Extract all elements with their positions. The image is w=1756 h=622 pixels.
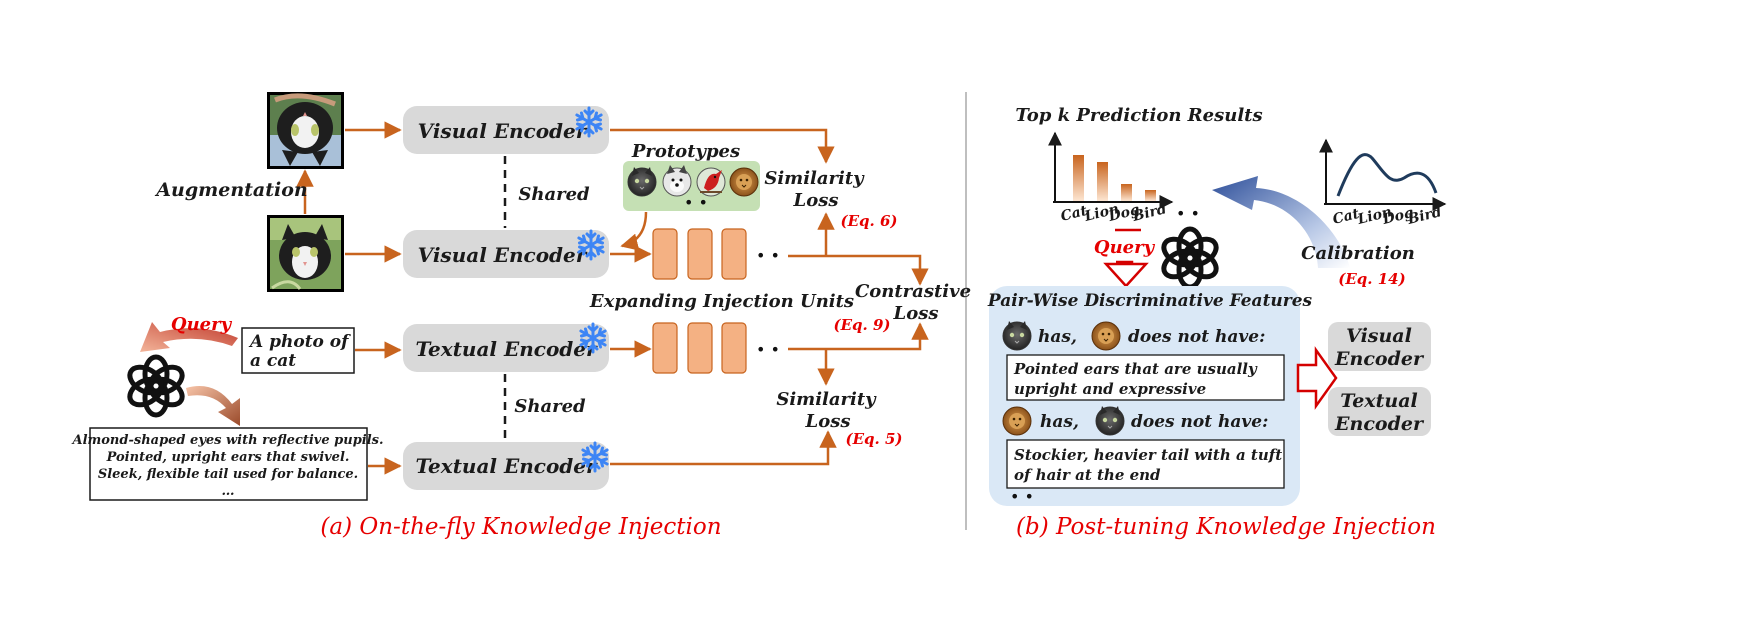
textual-encoder-2: Textual Encoder [403,441,609,490]
description-line-3: Sleek, flexible tail used for balance. [98,467,358,482]
openai-logo-icon [125,357,186,415]
left-query-arrow [140,322,238,352]
right-caption: (b) Post-tuning Knowledge Injection [1016,514,1436,540]
cat-icon [1095,405,1125,436]
visual-encoder-1-to-similarity-arrow [610,128,835,164]
original-cat-image [267,215,344,292]
right-textual-encoder-line-2: Encoder [1334,413,1425,435]
textual-units-to-contrastive-arrow [788,322,929,351]
right-visual-encoder-line-1: Visual [1346,325,1412,347]
description-line-2: Pointed, upright ears that swivel. [106,450,350,465]
description-line-1: Almond-shaped eyes with reflective pupil… [70,433,383,448]
calibration-curve [1336,153,1438,197]
right-panel: Top k Prediction Results CatLionDogBird … [987,105,1447,540]
features-to-encoders-arrow [1296,346,1338,410]
similarity-loss-1-line-1: Similarity [764,168,865,189]
similarity-loss-1-line-2: Loss [793,190,839,211]
top-k-bar-bird [1145,190,1156,201]
feature-2-line-1: Stockier, heavier tail with a tuft [1014,446,1282,464]
calibration-label-cat: Cat [1331,206,1361,228]
description-line-4: … [222,484,235,499]
right-textual-encoder: Textual Encoder [1328,387,1431,436]
eq-9-label: (Eq. 9) [834,316,891,334]
top-k-bar-lion [1097,162,1108,201]
top-k-bar-cat [1073,155,1084,201]
visual-units-ellipsis: • • [756,246,780,265]
top-k-label-dog: Dog [1106,202,1141,225]
visual-encoder-1-label: Visual Encoder [418,119,588,143]
visual-injection-units: • • [652,228,780,280]
shared-textual-label: Shared [514,396,586,417]
left-description-arrow [186,386,240,426]
pairwise-features-panel: Pair-Wise Discriminative Features has, d… [987,286,1313,506]
feature-2-line-2: of hair at the end [1014,466,1161,484]
expanding-injection-units-label: Expanding Injection Units [589,291,854,312]
left-caption: (a) On-the-fly Knowledge Injection [320,514,721,540]
query-down-arrow [1103,260,1149,288]
textual-encoder-1-label: Textual Encoder [415,337,598,361]
prompt-text-box: A photo of a cat [241,327,355,374]
shared-visual-label: Shared [518,184,590,205]
augmentation-label: Augmentation [154,179,307,201]
contrastive-loss-line-2: Loss [893,303,939,324]
row-1-has: has, [1038,327,1077,347]
calibration-label-dog: Dog [1380,205,1415,228]
eq-5-label: (Eq. 5) [846,430,903,448]
row-2-has: has, [1040,412,1079,432]
prompt-line-1: A photo of [248,332,351,352]
right-textual-encoder-line-1: Textual [1340,390,1418,412]
row-2-does-not-have: does not have: [1131,412,1268,432]
feature-1-line-2: upright and expressive [1014,380,1206,398]
calibration-arrow [1212,176,1350,268]
pairwise-ellipsis: • • [1010,487,1034,506]
lion-icon [1091,321,1121,351]
right-visual-encoder-line-2: Encoder [1334,348,1425,370]
top-k-ellipsis: • • [1176,204,1200,223]
lion-icon [729,167,759,197]
top-k-label-cat: Cat [1059,203,1089,225]
openai-logo-icon [1159,229,1220,287]
visual-encoder-2-label: Visual Encoder [418,243,588,267]
contrastive-loss-line-1: Contrastive [855,281,971,302]
bird-icon [696,167,726,197]
textual-injection-units: • • [652,322,780,374]
calibration-label: Calibration [1301,243,1415,264]
row-1-does-not-have: does not have: [1128,327,1265,347]
description-text-box: Almond-shaped eyes with reflective pupil… [70,427,384,501]
textual-encoder-1: Textual Encoder [403,322,609,372]
textual-units-ellipsis: • • [756,340,780,359]
right-query-label: Query [1094,237,1156,258]
feature-1-box [1006,354,1285,401]
pairwise-title: Pair-Wise Discriminative Features [987,291,1313,311]
similarity-loss-2-line-2: Loss [805,411,851,432]
lion-icon [1002,406,1032,436]
right-visual-encoder: Visual Encoder [1328,322,1431,371]
visual-encoder-2: Visual Encoder [403,229,609,278]
prototypes-box: • • [623,161,760,212]
left-panel: Augmentation Visual Encoder Shared Visua… [70,92,971,540]
eq-14-label: (Eq. 14) [1338,270,1405,288]
similarity-loss-2-line-1: Similarity [776,389,877,410]
prompt-line-2: a cat [250,351,296,371]
eq-6-label: (Eq. 6) [841,212,898,230]
cat-icon [627,166,657,197]
top-k-title: Top k Prediction Results [1015,105,1262,126]
prototypes-ellipsis: • • [684,193,708,212]
prototypes-label: Prototypes [631,141,740,162]
cat-icon [1002,320,1032,351]
prototypes-to-units-arrow [620,211,648,251]
dog-icon [662,165,692,197]
left-query-label: Query [171,314,233,335]
visual-encoder-1: Visual Encoder [403,106,609,154]
top-k-bar-dog [1121,184,1132,201]
textual-encoder-2-to-similarity-arrow [610,430,837,466]
visual-units-to-contrastive-arrow [788,254,929,286]
feature-2-box [1006,439,1285,489]
textual-encoder-2-label: Textual Encoder [415,454,598,478]
augmented-cat-image [267,92,344,169]
feature-1-line-1: Pointed ears that are usually [1013,360,1258,378]
